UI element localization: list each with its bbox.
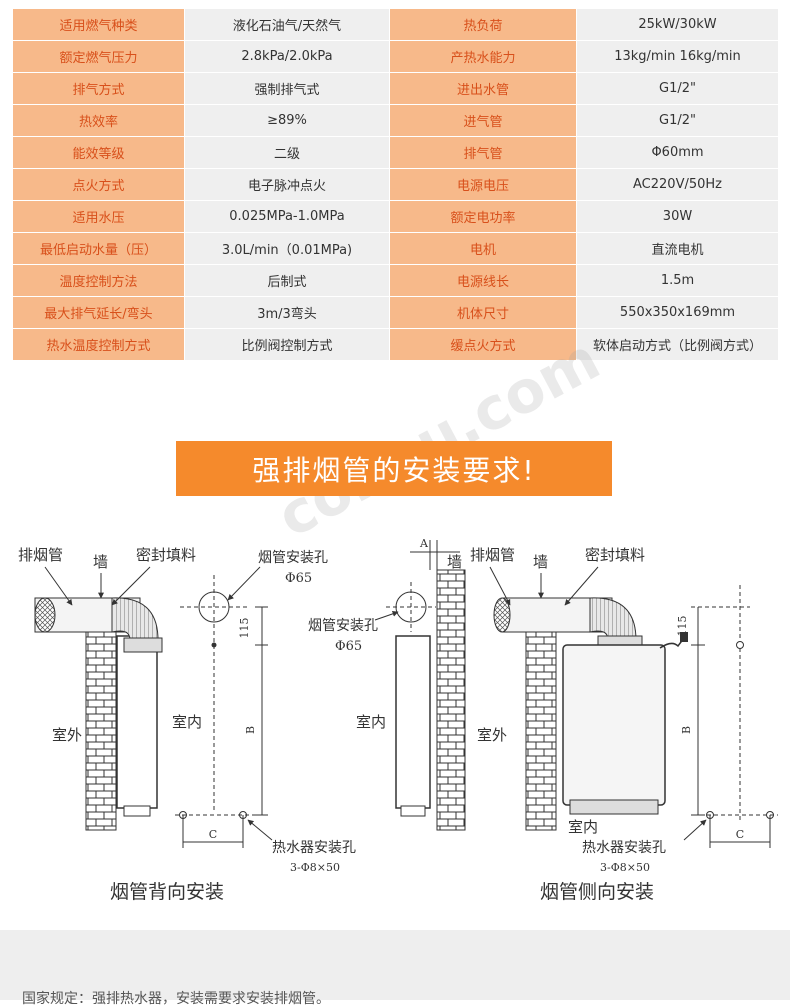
footer-note-box (0, 930, 790, 1000)
label-flue-dia-left: Φ65 (285, 571, 312, 586)
spec-label: 缓点火方式 (389, 328, 577, 361)
label-flue-pipe-right: 排烟管 (470, 546, 515, 564)
label-wall-top: 墙 (447, 553, 462, 571)
spec-label: 排气管 (389, 136, 577, 169)
heater-left (116, 635, 158, 809)
installation-diagram: 排烟管 墙 密封填料 室外 室内 烟管安装孔 Φ65 115 B C 热水器安装… (18, 537, 778, 903)
spec-value: 强制排气式 (184, 72, 390, 105)
spec-label: 进出水管 (389, 72, 577, 105)
spec-value: 25kW/30kW (576, 8, 779, 41)
spec-label: 热水温度控制方式 (12, 328, 185, 361)
spec-label: 电机 (389, 232, 577, 265)
spec-value: 3m/3弯头 (184, 296, 390, 329)
spec-label: 适用水压 (12, 200, 185, 233)
label-sealant-left: 密封填料 (136, 546, 196, 564)
caption-side-install: 烟管侧向安装 (540, 881, 654, 903)
diagram-rear-install: 排烟管 墙 密封填料 室外 室内 烟管安装孔 Φ65 115 B C 热水器安装… (18, 546, 356, 903)
spec-label: 热效率 (12, 104, 185, 137)
label-wall-left: 墙 (93, 553, 108, 571)
label-flue-dia-side: Φ65 (335, 639, 362, 654)
spec-label: 最低启动水量（压） (12, 232, 185, 265)
diagram-side-install: A 墙 烟管安装孔 Φ65 室内 排烟管 墙 密封填料 室外 室内 115 (308, 537, 778, 903)
label-outdoor-left: 室外 (52, 726, 82, 744)
spec-value: AC220V/50Hz (576, 168, 779, 201)
wall-bricks-left (85, 621, 117, 831)
spec-label: 进气管 (389, 104, 577, 137)
spec-value: 二级 (184, 136, 390, 169)
install-banner: 强排烟管的安装要求! (176, 441, 612, 496)
label-heater-hole-left: 热水器安装孔 (272, 840, 356, 856)
spec-label: 排气方式 (12, 72, 185, 105)
spec-value: 电子脉冲点火 (184, 168, 390, 201)
spec-label: 额定燃气压力 (12, 40, 185, 73)
caption-rear-install: 烟管背向安装 (110, 881, 224, 903)
label-indoor-right: 室内 (568, 818, 598, 836)
spec-label: 温度控制方法 (12, 264, 185, 297)
spec-label: 适用燃气种类 (12, 8, 185, 41)
spec-row: 热水温度控制方式比例阀控制方式缓点火方式软体启动方式（比例阀方式） (12, 328, 779, 361)
spec-label: 电源线长 (389, 264, 577, 297)
heater-side-view (395, 635, 431, 809)
footer-note-text: 国家规定：强排热水器，安装需要求安装排烟管。 (22, 991, 330, 1007)
label-heater-hole-right: 热水器安装孔 (582, 840, 666, 856)
flue-elbow-left (111, 597, 159, 641)
dim-c-right: C (736, 828, 744, 841)
spec-row: 最低启动水量（压）3.0L/min（0.01MPa)电机直流电机 (12, 232, 779, 265)
spec-value: 直流电机 (576, 232, 779, 265)
label-flue-hole-side: 烟管安装孔 (308, 618, 378, 634)
label-flue-pipe-left: 排烟管 (18, 546, 63, 564)
spec-label: 点火方式 (12, 168, 185, 201)
dim-115-left: 115 (238, 618, 251, 639)
spec-value: 3.0L/min（0.01MPa) (184, 232, 390, 265)
label-heater-hole-spec-left: 3-Φ8×50 (290, 861, 340, 874)
spec-value: Φ60mm (576, 136, 779, 169)
label-indoor-middle: 室内 (356, 713, 386, 731)
label-outdoor-right: 室外 (477, 726, 507, 744)
dim-115-right: 115 (676, 616, 689, 637)
dim-b-left: B (244, 726, 257, 734)
label-wall-right: 墙 (533, 553, 548, 571)
spec-value: 13kg/min 16kg/min (576, 40, 779, 73)
spec-label: 额定电功率 (389, 200, 577, 233)
label-sealant-right: 密封填料 (585, 546, 645, 564)
dim-a: A (419, 537, 429, 550)
flue-elbow-right (589, 597, 637, 641)
spec-label: 最大排气延长/弯头 (12, 296, 185, 329)
wall-bricks-middle (436, 569, 466, 831)
label-heater-hole-spec-right: 3-Φ8×50 (600, 861, 650, 874)
label-indoor-left: 室内 (172, 713, 202, 731)
spec-value: 0.025MPa-1.0MPa (184, 200, 390, 233)
spec-value: G1/2" (576, 104, 779, 137)
dim-c-left: C (209, 828, 217, 841)
spec-value: ≥89% (184, 104, 390, 137)
label-flue-hole-left: 烟管安装孔 (258, 550, 328, 566)
heater-front-view (562, 644, 666, 806)
spec-value: 软体启动方式（比例阀方式） (576, 328, 779, 361)
wall-bricks-right (525, 621, 557, 831)
spec-value: 后制式 (184, 264, 390, 297)
spec-label: 产热水能力 (389, 40, 577, 73)
spec-label: 电源电压 (389, 168, 577, 201)
spec-value: 2.8kPa/2.0kPa (184, 40, 390, 73)
spec-value: 比例阀控制方式 (184, 328, 390, 361)
dim-b-right: B (680, 726, 693, 734)
